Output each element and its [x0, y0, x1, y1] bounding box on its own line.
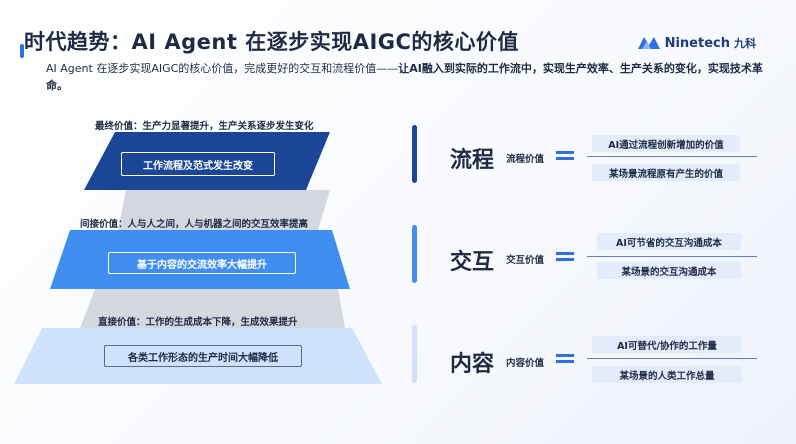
content-value-label: 内容价值 — [506, 358, 545, 369]
interaction-value-label: 交互价值 — [506, 255, 545, 266]
content-numerator: AI可替代/协作的工作量 — [592, 336, 742, 353]
logo-cn-text: 九科 — [734, 37, 756, 50]
connector-1 — [118, 190, 330, 230]
equals-icon — [556, 151, 574, 160]
logo: Ninetech 九科 — [637, 34, 756, 52]
equals-icon — [556, 252, 574, 261]
process-title: 流程 — [450, 148, 495, 173]
logo-text: Ninetech — [664, 35, 730, 51]
tier-3-trapezoid — [14, 328, 382, 384]
process-numerator: AI通过流程创新增加的价值 — [592, 135, 740, 152]
content-divider — [587, 358, 757, 359]
tier-3-caption: 直接价值：工作的生成成本下降，生成效果提升 — [98, 317, 298, 328]
interaction-numerator: AI可节省的交互沟通成本 — [597, 233, 741, 250]
process-denominator: 某场景流程原有产生的价值 — [592, 164, 740, 181]
process-divider — [587, 156, 757, 157]
interaction-title: 交互 — [450, 250, 495, 275]
tier-2-trapezoid — [50, 230, 350, 289]
equals-icon — [556, 354, 574, 363]
interaction-divider — [587, 256, 757, 257]
subtitle: AI Agent 在逐步实现AIGC的核心价值，完成更好的交互和流程价值——让A… — [46, 60, 776, 94]
process-value-label: 流程价值 — [506, 154, 545, 165]
content-denominator: 某场景的人类工作总量 — [592, 366, 742, 383]
ninetech-logo-icon — [637, 37, 660, 49]
value-bar-process — [412, 125, 417, 183]
value-bar-content — [412, 325, 417, 383]
tier-2-caption: 间接价值：人与人之间，人与机器之间的交互效率提高 — [80, 219, 309, 230]
interaction-denominator: 某场景的交互沟通成本 — [597, 262, 741, 279]
tier-1-box: 工作流程及范式发生改变 — [121, 152, 275, 176]
value-bar-interaction — [412, 225, 417, 283]
page-title: 时代趋势：AI Agent 在逐步实现AIGC的核心价值 — [24, 30, 519, 54]
subtitle-plain: AI Agent 在逐步实现AIGC的核心价值，完成更好的交互和流程价值—— — [46, 62, 399, 75]
tier-1-caption: 最终价值：生产力显著提升，生产关系逐步发生变化 — [95, 121, 314, 132]
content-title: 内容 — [450, 352, 495, 377]
tier-3-box: 各类工作形态的生产时间大幅降低 — [104, 345, 302, 367]
subtitle-bold: 让AI融入到实际的工作流中，实现生产效率、生产关系的变化，实现技术革命。 — [46, 62, 763, 92]
connector-2 — [80, 289, 345, 328]
title-accent-bar — [20, 44, 24, 58]
tier-2-box: 基于内容的交流效率大幅提升 — [108, 252, 296, 274]
